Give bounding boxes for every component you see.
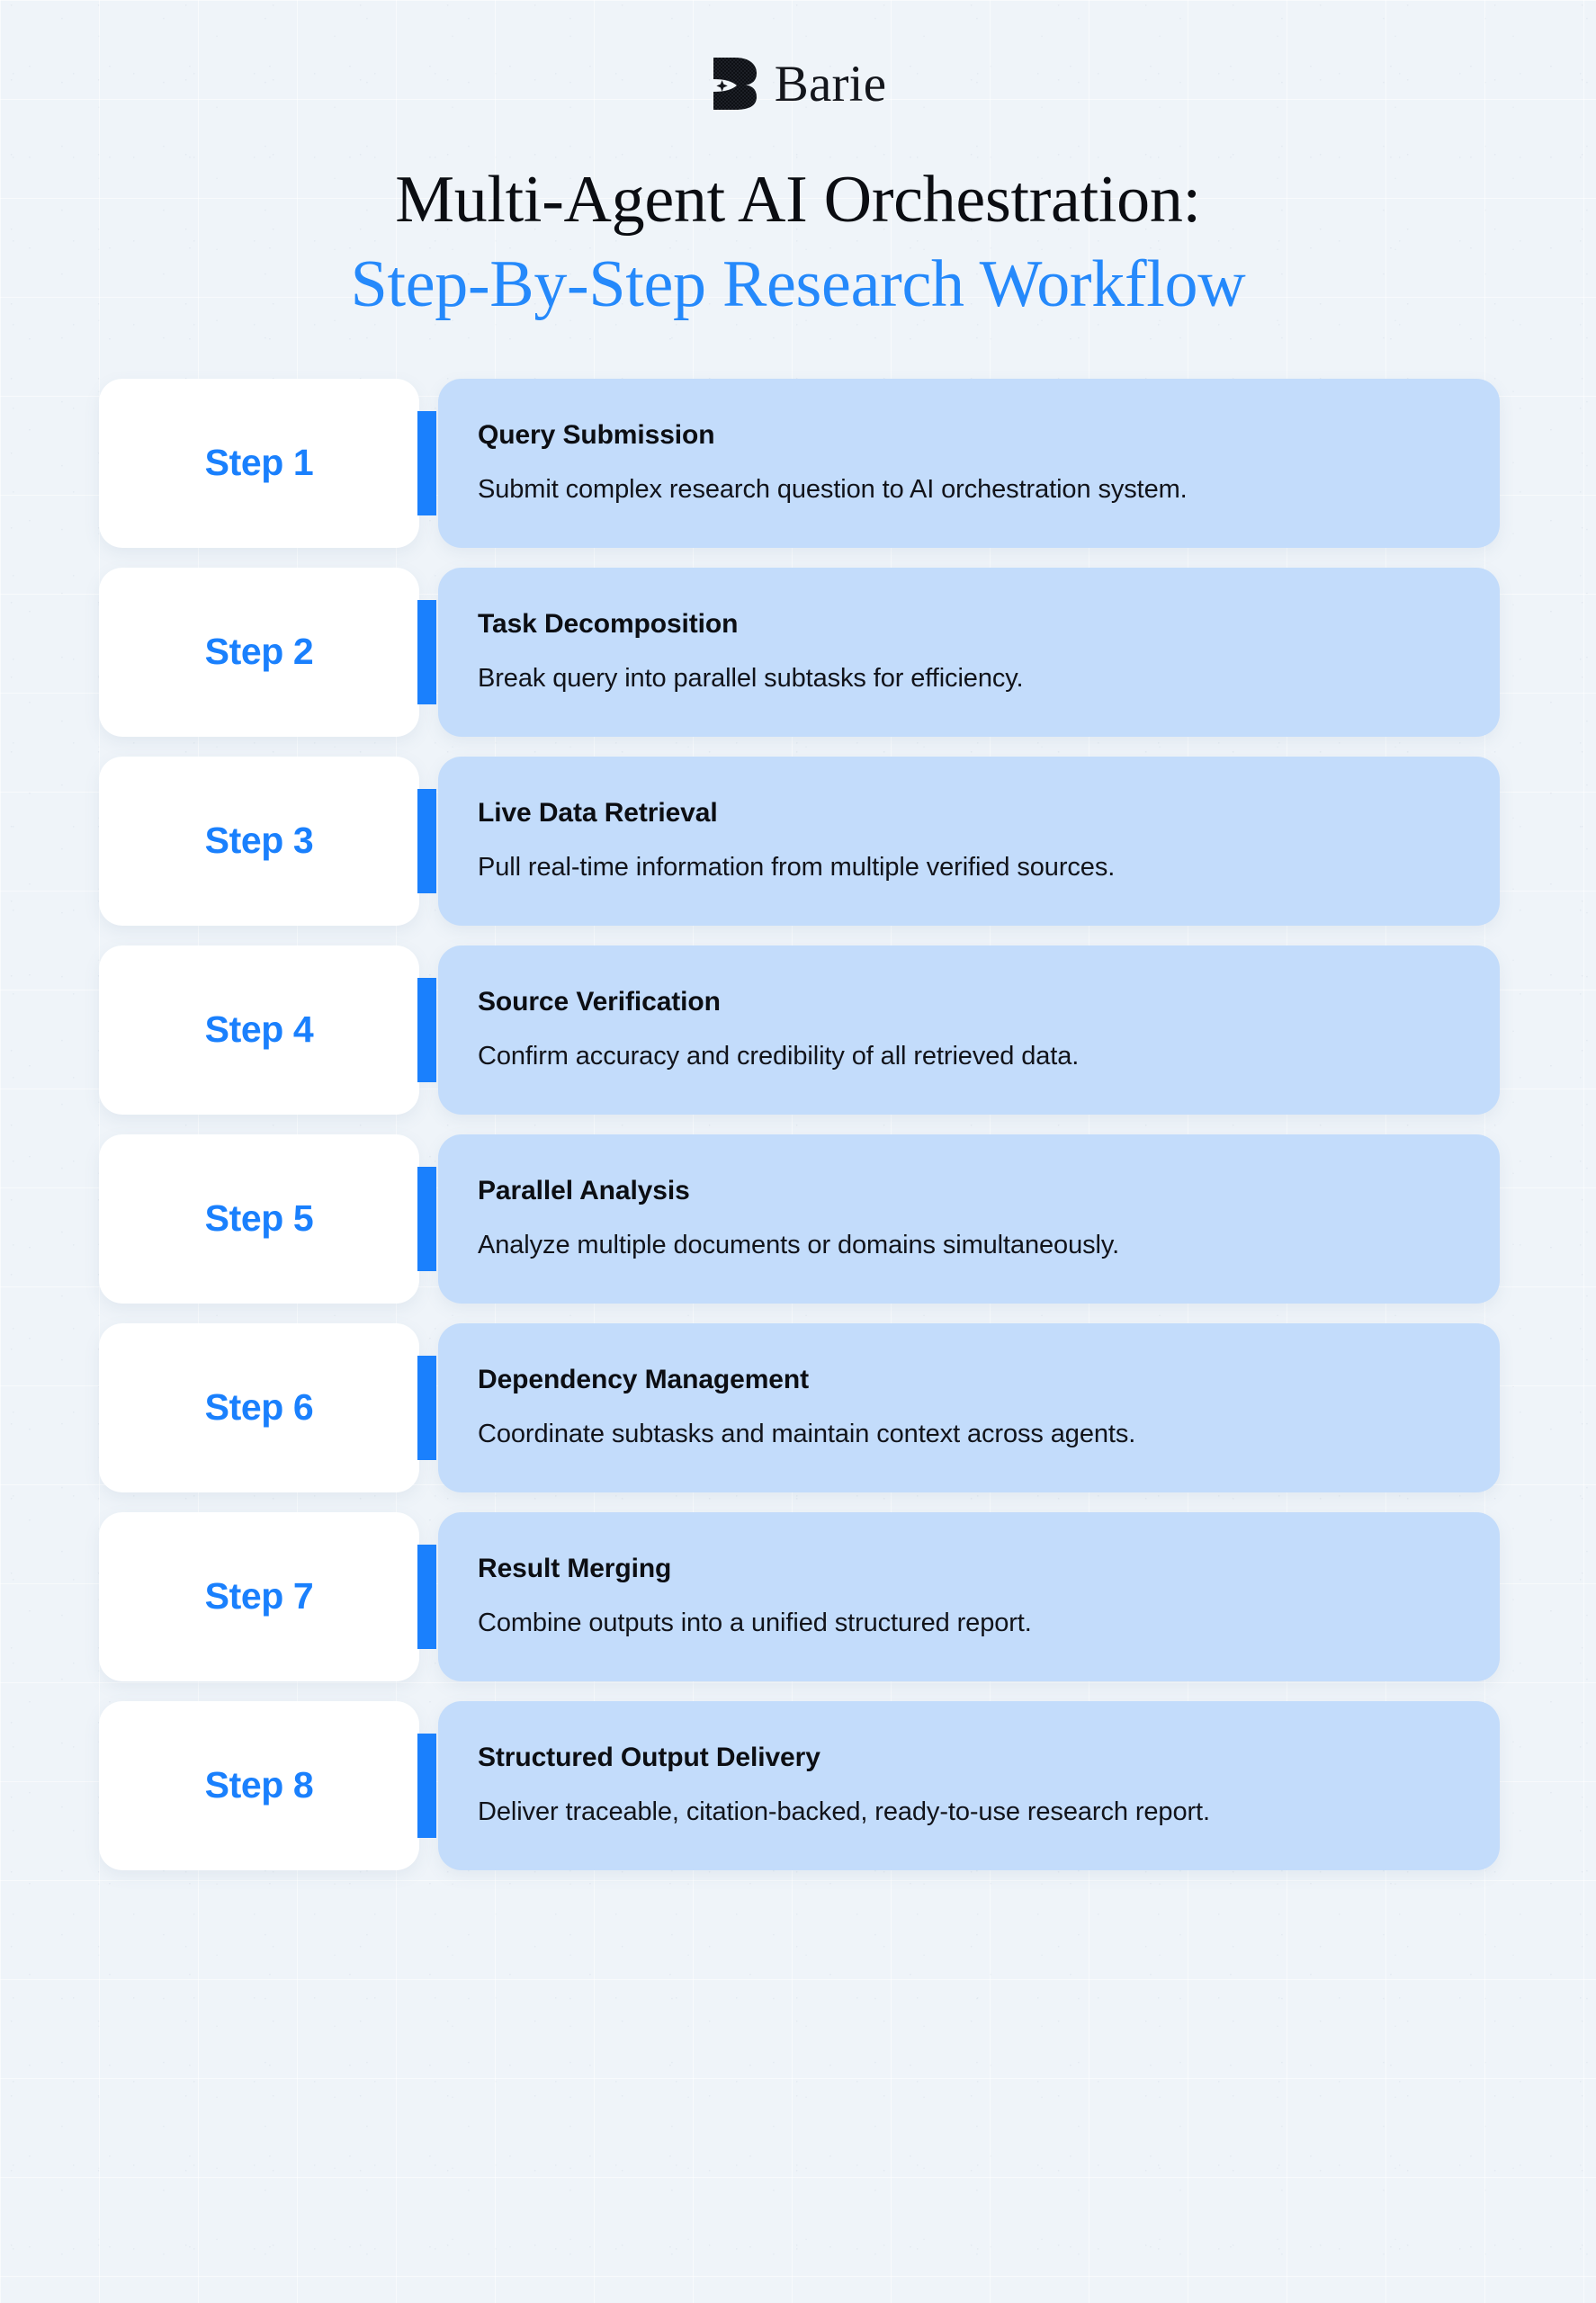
step-panel-6[interactable]: Dependency Management Coordinate subtask…	[438, 1322, 1500, 1492]
step-accent-bar	[417, 1355, 436, 1460]
step-badge-label: Step 4	[204, 1008, 314, 1051]
step-row: Step 3 Live Data Retrieval Pull real-tim…	[99, 756, 1500, 926]
step-badge-5[interactable]: Step 5	[99, 1134, 419, 1304]
step-badge-label: Step 3	[204, 820, 314, 862]
step-title: Source Verification	[478, 986, 721, 1017]
step-badge-6[interactable]: Step 6	[99, 1322, 419, 1492]
step-description: Pull real-time information from multiple…	[478, 852, 1116, 882]
step-title: Result Merging	[478, 1553, 672, 1583]
step-badge-1[interactable]: Step 1	[99, 378, 419, 548]
step-badge-label: Step 7	[204, 1575, 314, 1617]
step-row: Step 8 Structured Output Delivery Delive…	[99, 1700, 1500, 1870]
steps-list: Step 1 Query Submission Submit complex r…	[0, 378, 1596, 1870]
step-panel-5[interactable]: Parallel Analysis Analyze multiple docum…	[438, 1134, 1500, 1304]
page-title: Multi-Agent AI Orchestration: Step-By-St…	[0, 162, 1596, 323]
step-panel-2[interactable]: Task Decomposition Break query into para…	[438, 567, 1500, 737]
step-badge-7[interactable]: Step 7	[99, 1511, 419, 1681]
step-accent-bar	[417, 410, 436, 515]
step-accent-bar	[417, 599, 436, 704]
step-badge-label: Step 2	[204, 631, 314, 673]
step-badge-label: Step 5	[204, 1197, 314, 1240]
step-description: Confirm accuracy and credibility of all …	[478, 1041, 1080, 1071]
step-row: Step 1 Query Submission Submit complex r…	[99, 378, 1500, 548]
step-row: Step 5 Parallel Analysis Analyze multipl…	[99, 1134, 1500, 1304]
step-accent-bar	[417, 1544, 436, 1649]
step-title: Task Decomposition	[478, 608, 739, 639]
step-row: Step 4 Source Verification Confirm accur…	[99, 945, 1500, 1115]
step-badge-label: Step 6	[204, 1386, 314, 1429]
step-row: Step 2 Task Decomposition Break query in…	[99, 567, 1500, 737]
step-panel-7[interactable]: Result Merging Combine outputs into a un…	[438, 1511, 1500, 1681]
barie-b-logomark-icon	[713, 58, 757, 110]
step-row: Step 7 Result Merging Combine outputs in…	[99, 1511, 1500, 1681]
step-title: Query Submission	[478, 419, 715, 450]
step-accent-bar	[417, 977, 436, 1082]
step-row: Step 6 Dependency Management Coordinate …	[99, 1322, 1500, 1492]
step-badge-2[interactable]: Step 2	[99, 567, 419, 737]
step-description: Analyze multiple documents or domains si…	[478, 1230, 1120, 1259]
step-panel-4[interactable]: Source Verification Confirm accuracy and…	[438, 945, 1500, 1115]
step-description: Combine outputs into a unified structure…	[478, 1608, 1032, 1637]
step-title: Structured Output Delivery	[478, 1742, 820, 1772]
step-badge-8[interactable]: Step 8	[99, 1700, 419, 1870]
step-description: Submit complex research question to AI o…	[478, 474, 1188, 504]
step-title: Dependency Management	[478, 1364, 809, 1394]
brand-header: Barie	[0, 0, 1596, 112]
page-title-line-2: Step-By-Step Research Workflow	[350, 247, 1246, 322]
step-badge-4[interactable]: Step 4	[99, 945, 419, 1115]
step-title: Live Data Retrieval	[478, 797, 718, 828]
step-panel-1[interactable]: Query Submission Submit complex research…	[438, 378, 1500, 548]
step-title: Parallel Analysis	[478, 1175, 690, 1205]
step-description: Break query into parallel subtasks for e…	[478, 663, 1024, 693]
page-title-line-1: Multi-Agent AI Orchestration:	[395, 163, 1201, 237]
brand-name: Barie	[774, 55, 887, 112]
step-accent-bar	[417, 788, 436, 893]
step-accent-bar	[417, 1166, 436, 1271]
step-description: Coordinate subtasks and maintain context…	[478, 1419, 1136, 1448]
step-panel-8[interactable]: Structured Output Delivery Deliver trace…	[438, 1700, 1500, 1870]
step-badge-3[interactable]: Step 3	[99, 756, 419, 926]
step-description: Deliver traceable, citation-backed, read…	[478, 1797, 1210, 1826]
step-accent-bar	[417, 1733, 436, 1838]
step-panel-3[interactable]: Live Data Retrieval Pull real-time infor…	[438, 756, 1500, 926]
step-badge-label: Step 8	[204, 1764, 314, 1806]
step-badge-label: Step 1	[204, 442, 314, 484]
